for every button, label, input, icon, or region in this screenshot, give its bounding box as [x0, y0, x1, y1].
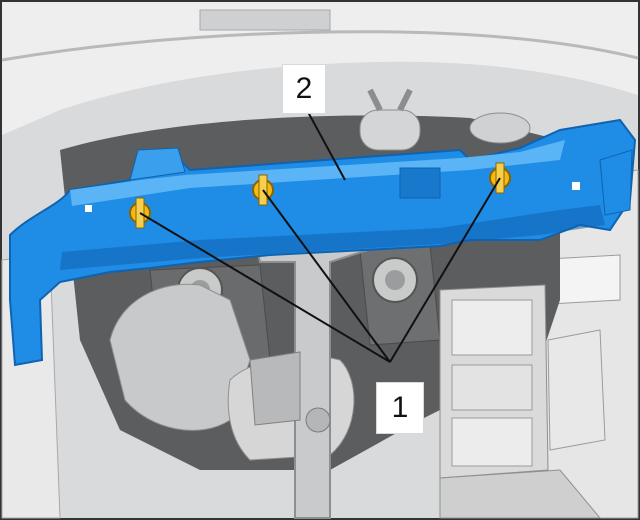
leader-line-1c [389, 177, 501, 363]
tube-clip [367, 88, 413, 112]
relay-side-cover [547, 329, 606, 451]
callout-label-1: 1 [376, 382, 424, 434]
small-connector [249, 351, 301, 426]
support-fastener [305, 407, 331, 433]
bracket-right-end [599, 149, 633, 216]
leader-line-1a [139, 212, 391, 363]
panel-edge [1, 30, 639, 62]
callout-label-2: 2 [282, 64, 326, 114]
bracket-hole-right [572, 182, 580, 190]
right-motor-hub [385, 270, 405, 290]
upper-mount-plate [199, 9, 331, 31]
bracket-clip-tab [129, 147, 186, 181]
bracket-top-face [70, 140, 565, 206]
bracket-pocket [399, 167, 441, 199]
tube-connector [359, 109, 421, 151]
relay-upper [451, 299, 533, 356]
lower-right-housing [439, 469, 602, 519]
right-duct-opening [469, 112, 531, 144]
leader-line-1b [262, 189, 391, 363]
relay-lower [451, 417, 533, 467]
bracket-lower-edge [60, 205, 605, 270]
bracket-hole-left [85, 205, 92, 212]
leader-line-2 [307, 111, 346, 181]
relay-middle [451, 364, 533, 411]
